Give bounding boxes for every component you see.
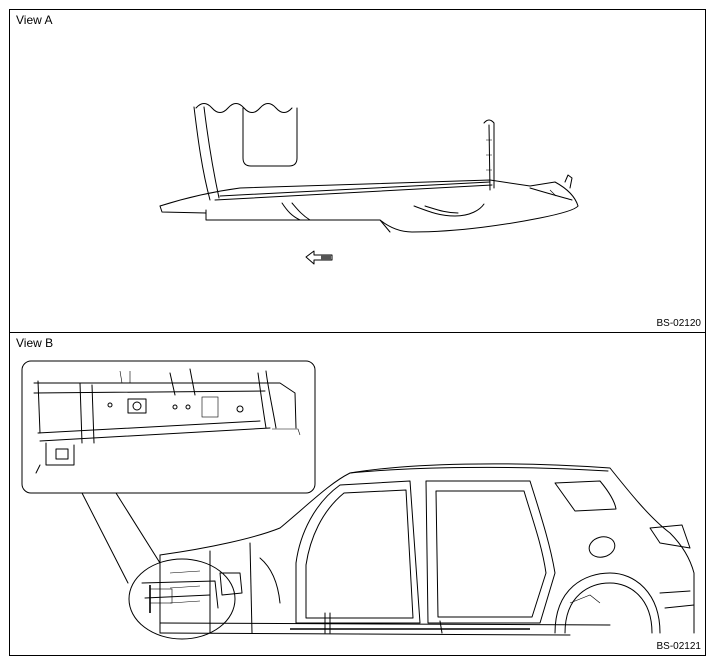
view-a-figure-code: BS-02120 [656,318,701,329]
leader-line-right [115,492,161,564]
view-b-label: View B [16,336,54,350]
leader-line-left [81,492,129,584]
view-b-figure-code: BS-02121 [656,641,701,652]
vehicle-body-drawing [21,360,695,640]
detail-callout-circle [128,558,236,640]
front-arrow-icon [305,250,333,265]
left-pillar-outer [193,106,211,201]
circled-detail-parts [141,580,219,613]
left-pillar-inner [203,106,220,199]
sill-lower [205,205,579,233]
view-a-panel: View A BS-02120 [9,9,706,333]
break-line [195,103,293,113]
view-b-panel: View B [9,332,706,656]
view-a-label: View A [16,13,53,27]
right-pillar [483,119,495,189]
door-opening [242,107,298,167]
right-pillar-inner [488,124,491,191]
sill-top [159,179,579,207]
car-body-shell [159,463,695,636]
side-sill-drawing [159,103,579,265]
detail-inset [21,360,316,494]
